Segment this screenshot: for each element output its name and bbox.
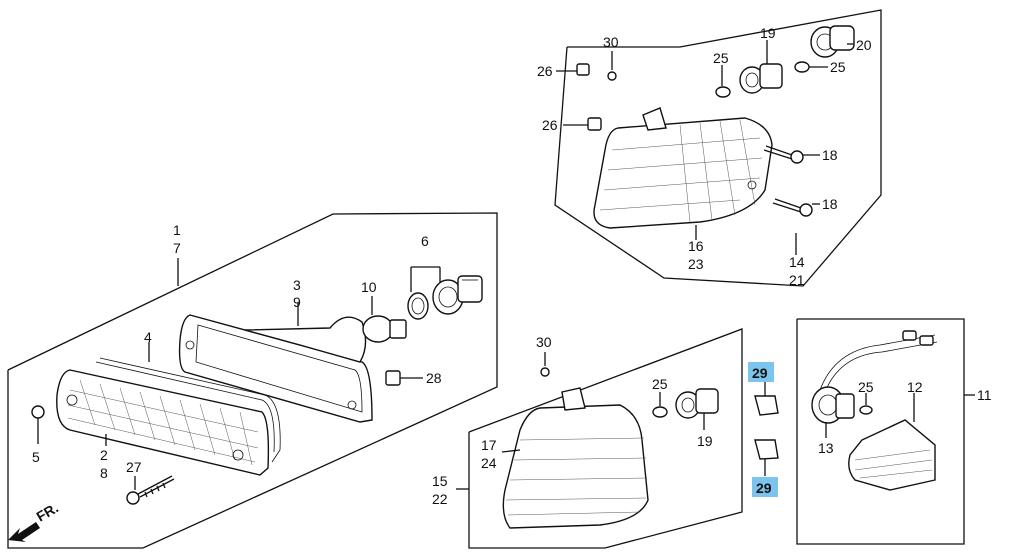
part-label-14: 14	[789, 254, 805, 270]
part-label-3: 3	[293, 277, 301, 293]
part-label-6: 6	[421, 233, 429, 249]
part-label-25-d: 25	[858, 379, 874, 395]
screw-18-b	[772, 198, 813, 217]
screw-18-a	[763, 145, 804, 164]
part-label-28: 28	[426, 370, 442, 386]
part-label-21: 21	[789, 272, 805, 288]
side-marker-assembly	[796, 318, 975, 545]
part-label-13: 13	[818, 440, 834, 456]
part-label-17: 17	[481, 437, 497, 453]
parking-lamp-housing	[178, 314, 373, 423]
part-label-15: 15	[432, 473, 448, 489]
part-label-20: 20	[856, 37, 872, 53]
highlight-29-top	[748, 362, 774, 382]
corner-lamp-assembly-upper	[554, 9, 882, 287]
part-label-19-upper: 19	[760, 25, 776, 41]
part-label-1: 1	[173, 222, 181, 238]
front-direction-arrow-icon	[8, 522, 40, 542]
nut-26-a	[576, 63, 590, 76]
part-label-25-b: 25	[830, 59, 846, 75]
part-label-26-b: 26	[542, 117, 558, 133]
screw-5	[31, 405, 45, 426]
clip-29-group	[754, 382, 779, 476]
socket-19-upper	[739, 63, 783, 94]
parking-lamp-lens	[56, 369, 270, 476]
bulb-25-c	[652, 406, 668, 418]
part-label-30-lower: 30	[536, 334, 552, 350]
socket-13	[811, 386, 855, 424]
bulb-25-d	[859, 405, 873, 415]
screw-30-lower	[540, 352, 550, 377]
part-labels: 1 7 3 9 4 6 10 28 5 2 8 27 30 26 26 25 1…	[32, 25, 992, 507]
part-label-19-lower: 19	[697, 433, 713, 449]
part-label-7: 7	[173, 240, 181, 256]
clip-28	[385, 370, 401, 386]
nut-26-b	[587, 117, 602, 131]
bulb-25-a	[715, 86, 731, 98]
corner-lamp-lens-lower	[502, 387, 649, 529]
part-label-8: 8	[100, 465, 108, 481]
part-label-22: 22	[432, 491, 448, 507]
side-marker-lens	[848, 419, 936, 491]
corner-lamp-assembly-lower	[456, 328, 743, 549]
socket-19-lower	[675, 388, 719, 419]
front-direction-label: FR.	[34, 499, 62, 524]
socket-6	[407, 275, 483, 320]
parking-lamp-assembly	[7, 212, 498, 549]
part-label-4: 4	[144, 329, 152, 345]
part-label-29-bottom: 29	[756, 480, 772, 496]
corner-lamp-lens-upper	[593, 107, 773, 229]
part-label-30-upper: 30	[603, 34, 619, 50]
part-label-5: 5	[32, 449, 40, 465]
part-label-25-a: 25	[713, 50, 729, 66]
highlight-29-bottom	[752, 477, 778, 497]
part-label-10: 10	[361, 279, 377, 295]
part-label-18-b: 18	[822, 196, 838, 212]
socket-20	[810, 25, 855, 58]
part-label-18-a: 18	[822, 147, 838, 163]
part-label-9: 9	[293, 294, 301, 310]
bulb-25-b	[794, 61, 810, 73]
part-label-23: 23	[688, 256, 704, 272]
part-label-12: 12	[907, 379, 923, 395]
part-label-11: 11	[977, 387, 992, 403]
part-label-27: 27	[126, 459, 142, 475]
screw-30-upper	[607, 62, 617, 81]
screw-27	[126, 475, 175, 505]
part-label-29-top: 29	[752, 365, 768, 381]
part-label-16: 16	[688, 238, 704, 254]
part-label-26-a: 26	[537, 63, 553, 79]
part-label-2: 2	[100, 447, 108, 463]
part-label-24: 24	[481, 455, 497, 471]
part-label-25-c: 25	[652, 376, 668, 392]
bulb-10	[362, 315, 407, 343]
